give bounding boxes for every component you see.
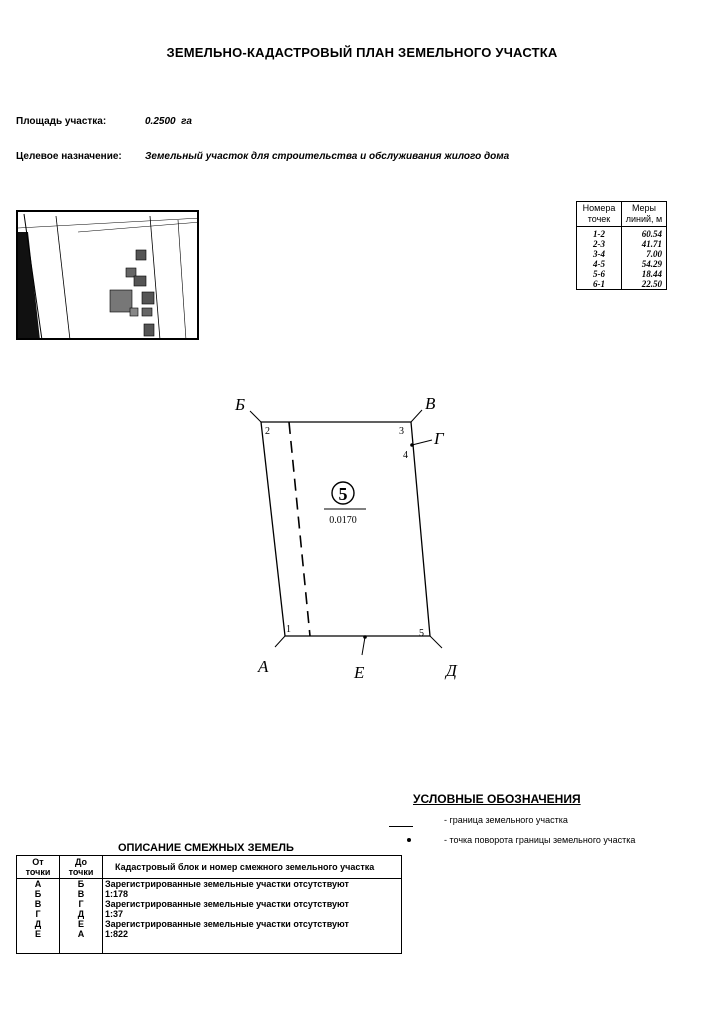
col-from-header: От точки: [16, 855, 60, 879]
length-cell: 41.71: [621, 239, 667, 249]
plot-number-circle: [331, 481, 355, 505]
adjacent-lands-table: От точки До точки Кадастровый блок и ном…: [16, 855, 402, 954]
point-label-2: 2: [265, 426, 270, 437]
to-cell: Е: [59, 919, 103, 929]
length-cell: 60.54: [621, 226, 667, 239]
length-cell: 7.00: [621, 249, 667, 259]
desc-cell: 1:178: [105, 889, 129, 899]
pair-cell: 3-4: [576, 249, 622, 259]
legend-turn-point: - точка поворота границы земельного учас…: [444, 835, 636, 845]
pair-cell: 2-3: [576, 239, 622, 249]
pair-cell: 4-5: [576, 259, 622, 269]
col-points-header: Номера точек: [576, 201, 622, 227]
point-label-3: 3: [399, 426, 404, 437]
letter-label-g: Г: [433, 429, 445, 448]
letter-label-d: Д: [444, 661, 458, 680]
to-cell: В: [59, 889, 103, 899]
plot-area: 0.0170: [329, 515, 357, 526]
table-row: [16, 939, 402, 954]
col-length-header: Меры линий, м: [621, 201, 667, 227]
letter-label-e: Е: [353, 663, 365, 682]
to-cell: Б: [59, 878, 103, 889]
from-cell: Е: [16, 929, 60, 939]
desc-cell: [103, 939, 402, 954]
letter-label-v: В: [425, 394, 436, 413]
desc-cell: 1:37: [105, 909, 124, 919]
adjacent-title: ОПИСАНИЕ СМЕЖНЫХ ЗЕМЕЛЬ: [118, 842, 294, 854]
length-cell: 18.44: [621, 269, 667, 279]
pair-cell: 5-6: [576, 269, 622, 279]
to-cell: А: [59, 929, 103, 939]
from-cell: Д: [16, 919, 60, 929]
from-cell: Б: [16, 889, 60, 899]
legend-boundary: - граница земельного участка: [444, 815, 568, 825]
desc-cell: Зарегистрированные земельные участки отс…: [105, 899, 349, 909]
col-desc-header: Кадастровый блок и номер смежного земель…: [102, 855, 402, 879]
pair-cell: 1-2: [576, 226, 622, 239]
length-cell: 54.29: [621, 259, 667, 269]
pair-cell: 6-1: [576, 279, 622, 290]
plot-plan-drawing: 2 3 4 1 5 Б В Г А Е Д 5 0.0170: [234, 394, 458, 682]
location-minimap: [16, 210, 199, 340]
desc-cell: Зарегистрированные земельные участки отс…: [105, 879, 349, 889]
page-title: ЗЕМЕЛЬНО-КАДАСТРОВЫЙ ПЛАН ЗЕМЕЛЬНОГО УЧА…: [166, 45, 558, 60]
dashed-line: [288, 421, 311, 637]
desc-cell: 1:822: [105, 929, 129, 939]
to-cell: Г: [59, 899, 103, 909]
purpose-value: Земельный участок для строительства и об…: [145, 151, 510, 162]
plot-number: 5: [339, 484, 348, 504]
point-label-1: 1: [286, 624, 291, 635]
point-label-5: 5: [419, 628, 424, 639]
to-cell: Д: [59, 909, 103, 919]
purpose-label: Целевое назначение:: [16, 151, 122, 162]
letter-label-b: Б: [234, 395, 245, 414]
boundary-line-symbol: [389, 826, 413, 827]
to-cell: [59, 939, 103, 954]
area-value: 0.2500 га: [145, 116, 192, 127]
letter-label-a: А: [257, 657, 269, 676]
col-to-header: До точки: [59, 855, 103, 879]
from-cell: В: [16, 899, 60, 909]
legend-title: УСЛОВНЫЕ ОБОЗНАЧЕНИЯ: [413, 792, 581, 806]
from-cell: [16, 939, 60, 954]
from-cell: А: [16, 878, 60, 889]
desc-cell: Зарегистрированные земельные участки отс…: [105, 919, 349, 929]
from-cell: Г: [16, 909, 60, 919]
area-label: Площадь участка:: [16, 116, 107, 127]
length-cell: 22.50: [621, 279, 667, 290]
point-label-4: 4: [403, 450, 408, 461]
turn-point-symbol: [407, 838, 411, 842]
